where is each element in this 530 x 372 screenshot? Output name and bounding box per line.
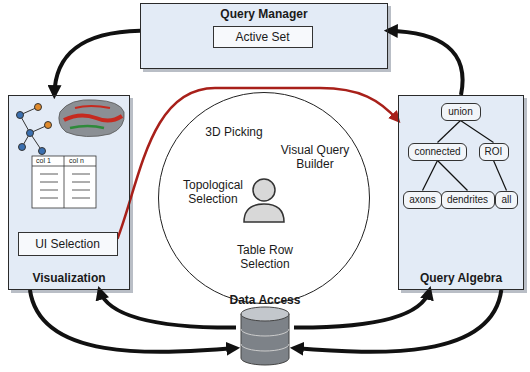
heading: Data Access [215,293,315,307]
heading: Visualization [9,271,129,285]
table-header: col n [69,157,84,164]
node-label: all [501,194,511,205]
interaction-label: Visual Query Builder [275,143,355,171]
flow-arrow [294,290,501,352]
interaction-label: Table Row Selection [225,243,305,271]
table-header: col 1 [36,157,51,164]
tree-node: axons [403,191,442,209]
tree-node: dendrites [441,191,495,209]
panel-box: Query Algebra union connected ROI axons dendr… [398,95,524,290]
flow-arrow [118,88,399,239]
table-icon [32,156,96,208]
neuron-rendering [59,100,124,137]
flow-arrow [54,31,140,95]
node-label: dendrites [447,194,488,205]
tree-link [461,121,494,143]
tree-node: all [495,191,518,209]
database-icon [241,307,289,365]
interaction-circle: 3D PickingVisual Query BuilderTopologica… [158,92,370,304]
panel-box: Visualization UI Selection [8,95,130,290]
tree-node: connected [408,143,467,161]
tree-node: union [441,103,481,121]
flow-arrow [388,31,463,95]
heading: Query Manager [141,7,387,21]
flow-arrow [100,290,237,328]
node-label: Active Set [235,30,289,44]
interaction-label: Topological Selection [173,178,253,206]
panel-fill [140,3,388,69]
tree-link [438,121,461,143]
panel-fill [8,95,130,290]
panel-fill [398,95,524,290]
graph-icon [17,104,52,155]
process-box: Active Set [213,26,313,48]
flow-arrow [30,290,236,352]
flow-arrow [294,290,430,328]
node-label: union [448,106,472,117]
database-node: Data Access [215,290,315,370]
tree-link [494,161,507,191]
node-label: ROI [485,146,503,157]
heading: Query Algebra [399,271,523,285]
tree-link [423,161,438,191]
panel-box: Query ManagerActive Set [140,3,388,69]
person-icon [244,179,284,222]
node-label: UI Selection [35,237,100,251]
process-box: UI Selection [18,232,118,256]
node-label: axons [409,194,436,205]
node-label: connected [414,146,460,157]
tree-node: ROI [479,143,509,161]
interaction-label: 3D Picking [199,125,269,139]
tree-link [438,161,468,191]
